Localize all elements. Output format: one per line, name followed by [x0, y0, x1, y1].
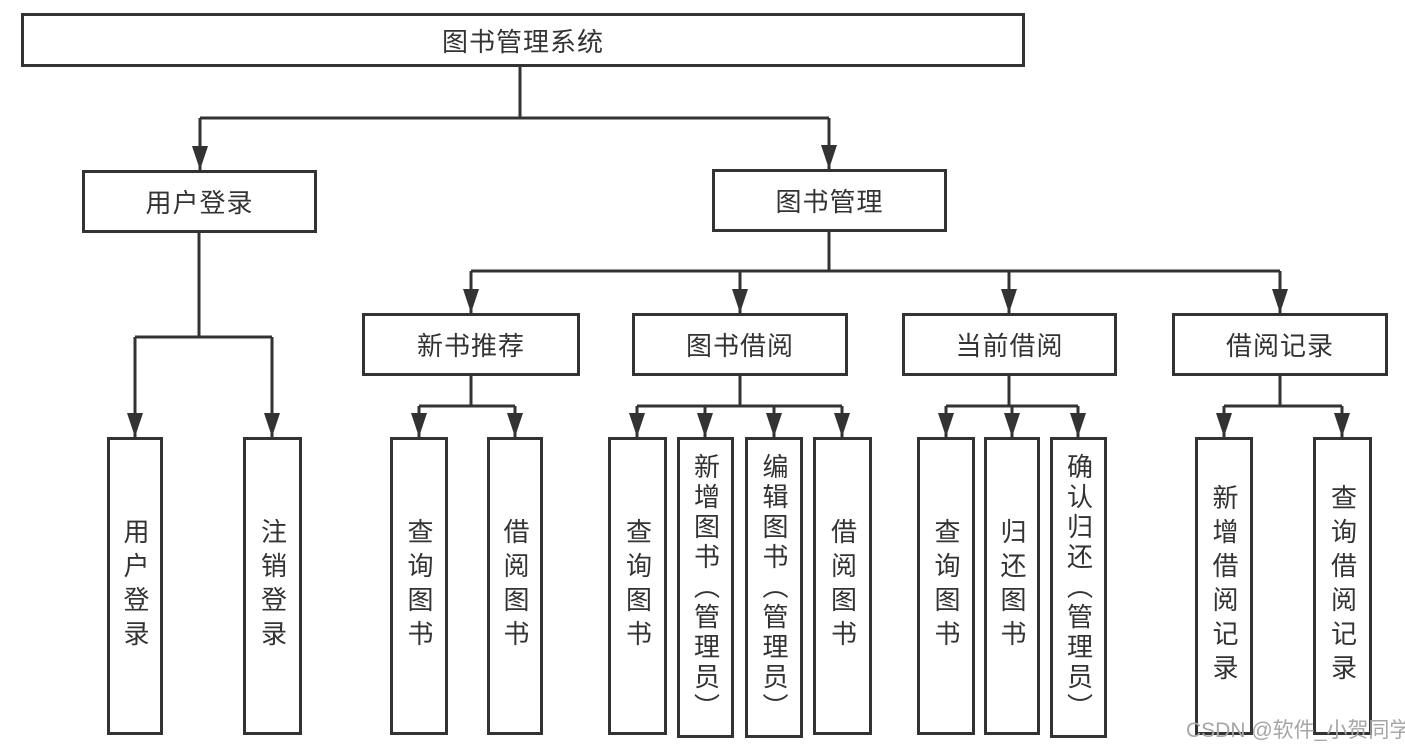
leaf-user-login: 用户登录 — [107, 437, 163, 735]
node-library-management-system: 图书管理系统 — [21, 13, 1025, 67]
leaf-edit-books-admin: 编辑图书（管理员） — [745, 437, 803, 738]
csdn-watermark: CSDN @软件_小贺同学 — [1186, 719, 1405, 742]
leaf-query-books-recommend: 查询图书 — [390, 437, 448, 735]
connector-paths — [133, 67, 1344, 437]
connector-userlogin-to-leaves — [133, 233, 274, 437]
connector-borrowing-to-leaves — [635, 376, 844, 437]
leaf-borrow-books-recommend: 借阅图书 — [487, 437, 543, 735]
leaf-query-books-current: 查询图书 — [917, 437, 975, 735]
leaf-add-books-admin: 新增图书（管理员） — [677, 437, 734, 738]
node-user-login: 用户登录 — [82, 170, 317, 233]
leaf-borrow-books-borrowing: 借阅图书 — [813, 437, 872, 735]
leaf-query-borrow-record: 查询借阅记录 — [1313, 437, 1372, 735]
leaf-return-books: 归还图书 — [984, 437, 1040, 735]
connector-records-to-leaves — [1222, 376, 1344, 437]
node-new-book-recommend: 新书推荐 — [362, 313, 580, 376]
leaf-logout: 注销登录 — [243, 437, 302, 735]
node-current-borrowing: 当前借阅 — [902, 313, 1117, 376]
node-book-management: 图书管理 — [712, 169, 947, 232]
node-book-borrowing: 图书借阅 — [632, 313, 848, 376]
node-borrowing-records: 借阅记录 — [1172, 313, 1388, 376]
connector-current-to-leaves — [944, 376, 1080, 437]
leaf-query-books-borrowing: 查询图书 — [608, 437, 667, 735]
connector-newbook-to-leaves — [417, 376, 517, 437]
leaf-confirm-return-admin: 确认归还（管理员） — [1050, 437, 1107, 738]
connector-root-to-level2 — [198, 67, 831, 170]
connector-bookmgmt-to-level3 — [469, 232, 1282, 313]
leaf-add-borrow-record: 新增借阅记录 — [1195, 437, 1253, 735]
